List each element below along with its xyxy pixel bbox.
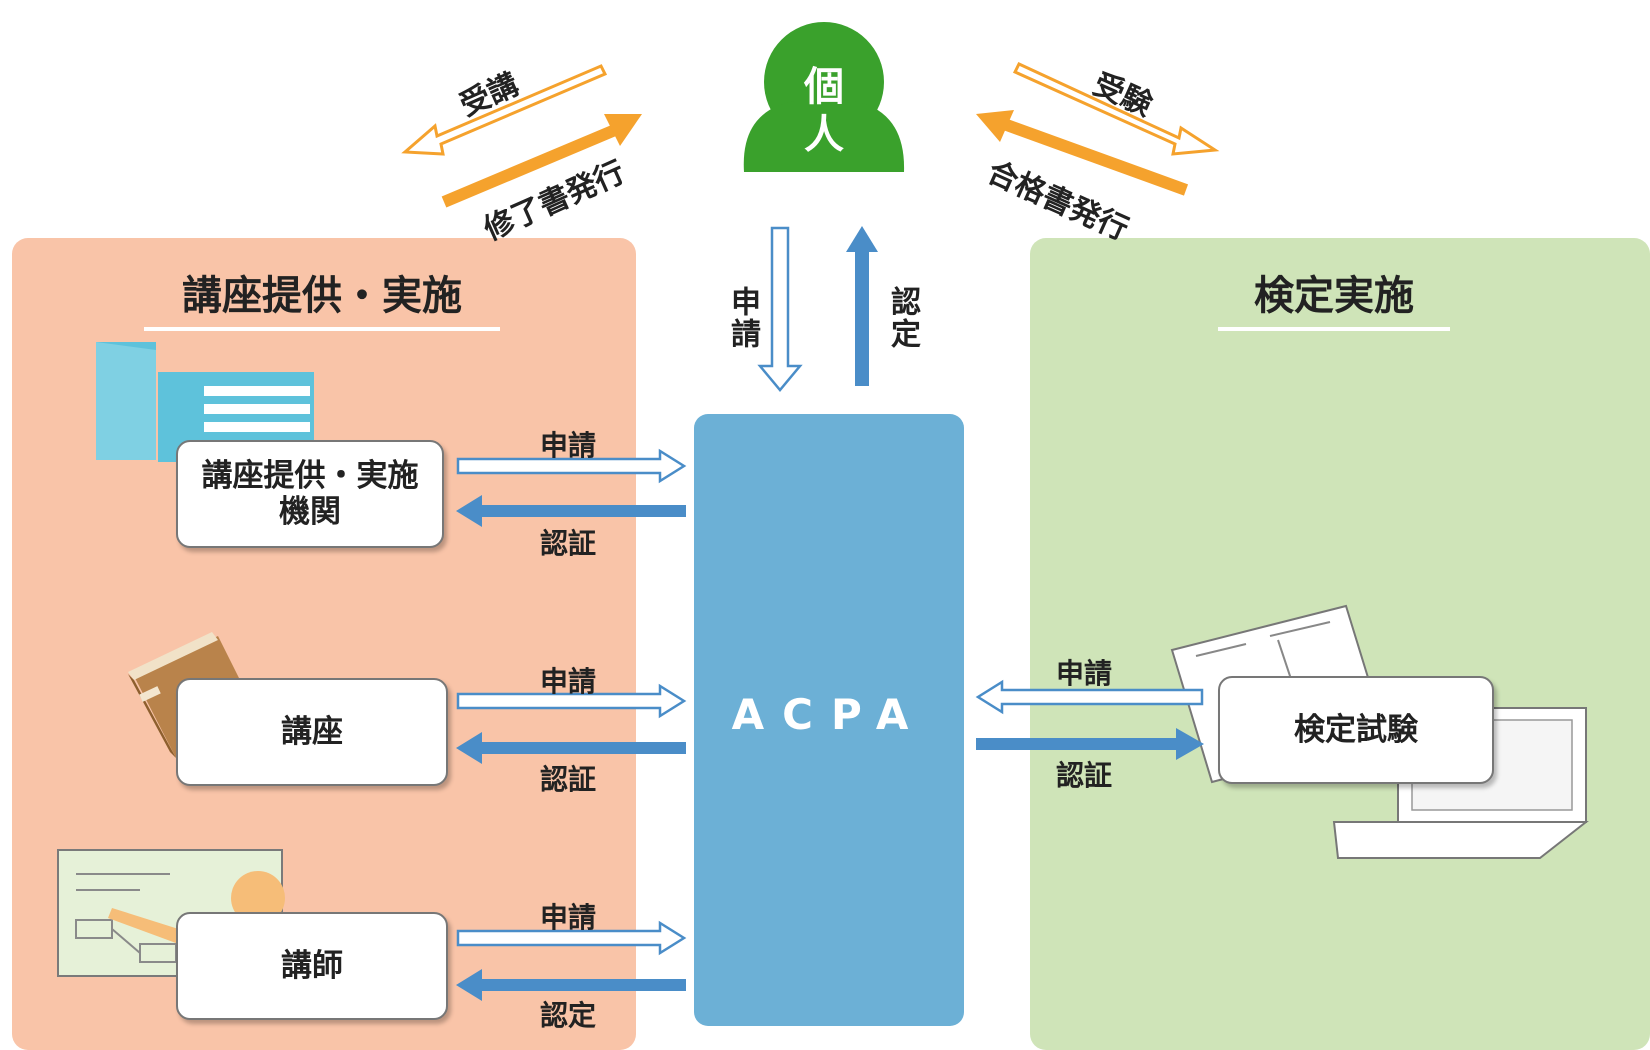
row3-response-label: 認定 <box>540 999 597 1032</box>
person-label-top: 個 <box>804 64 844 110</box>
row2-response-label: 認証 <box>540 763 597 796</box>
person-apply-label: 申請 <box>725 286 760 350</box>
exam-response-label: 認証 <box>1056 759 1113 792</box>
row1-apply-label: 申請 <box>540 429 597 462</box>
acpa-box <box>694 414 964 1026</box>
exam-apply-label: 申請 <box>1056 657 1113 690</box>
person-label-bottom: 人 <box>804 112 844 158</box>
course-provision-title: 講座提供・実施 <box>144 263 500 331</box>
exam-card: 検定試験 <box>1218 676 1494 784</box>
instructor-card: 講師 <box>176 912 448 1020</box>
course-card: 講座 <box>176 678 448 786</box>
institution-card: 講座提供・実施機関 <box>176 440 444 548</box>
row2-apply-label: 申請 <box>540 665 597 698</box>
person-certify-label: 認定 <box>885 286 920 350</box>
exam-title: 検定実施 <box>1218 263 1450 331</box>
acpa-label: ACPA <box>731 690 927 739</box>
row1-response-label: 認証 <box>540 527 597 560</box>
row3-apply-label: 申請 <box>540 901 597 934</box>
